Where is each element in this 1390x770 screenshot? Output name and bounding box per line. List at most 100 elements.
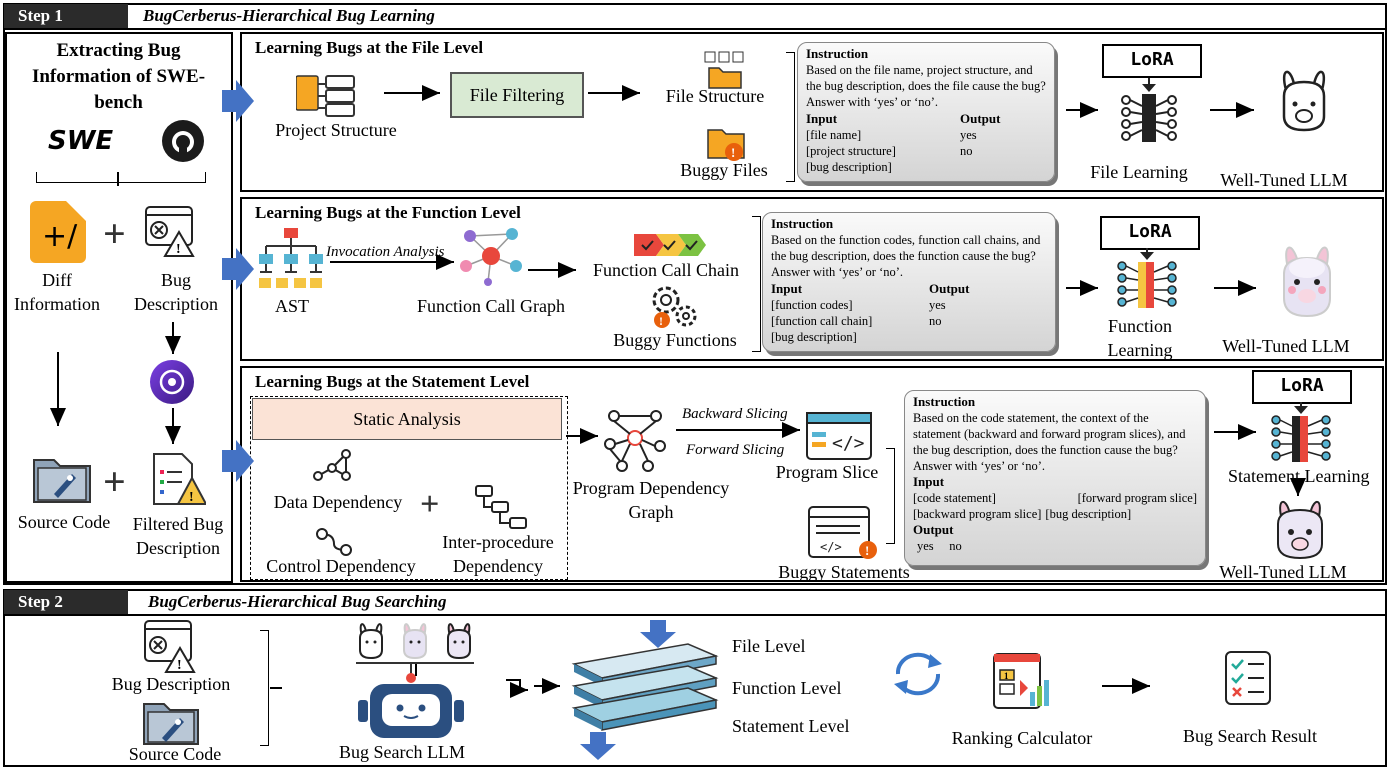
svg-text:!: ! xyxy=(659,314,663,328)
func-tuned-label: Well-Tuned LLM xyxy=(1222,336,1350,356)
llm-combiner-line xyxy=(356,662,474,664)
statement-level-tier-label: Statement Level xyxy=(732,716,850,736)
file-in3: [bug description] xyxy=(806,160,892,174)
func-input-head: Input xyxy=(771,281,803,296)
plus-sign-2: + xyxy=(103,459,126,504)
search-source-label: Source Code xyxy=(128,744,222,764)
step2-frame xyxy=(3,589,1387,767)
step1-header-rule xyxy=(3,28,1387,30)
func-in2: [function call chain] xyxy=(771,314,873,328)
stmt-in4: [bug description] xyxy=(1045,507,1132,521)
step2-title: BugCerberus-Hierarchical Bug Searching xyxy=(148,592,447,611)
stmt-output-head: Output xyxy=(913,522,954,537)
svg-text:!: ! xyxy=(865,543,869,558)
chatgpt-icon xyxy=(150,360,194,404)
svg-text:</>: </> xyxy=(820,540,842,554)
file-output-head: Output xyxy=(960,111,1001,126)
search-llm-label: Bug Search LLM xyxy=(339,742,465,762)
bug-desc-label: Bug Description xyxy=(134,270,218,314)
stmt-lora-badge: LoRA xyxy=(1252,370,1352,404)
svg-text:!: ! xyxy=(177,658,182,673)
function-level-tier-label: Function Level xyxy=(732,678,842,698)
left-panel xyxy=(5,32,233,583)
step2-tag: Step 2 xyxy=(4,590,128,614)
data-dep-label: Data Dependency xyxy=(273,492,403,512)
svg-text:</>: </> xyxy=(832,433,865,454)
stmt-input-head: Input xyxy=(913,474,945,489)
file-learning-label: File Learning xyxy=(1090,162,1188,182)
func-in3: [bug description] xyxy=(771,330,857,344)
forward-label: Forward Slicing xyxy=(686,442,785,458)
svg-text:1: 1 xyxy=(1004,671,1009,681)
file-brace xyxy=(786,52,795,182)
program-slice-label: Program Slice xyxy=(775,462,879,482)
func-learning-label: Function Learning xyxy=(1107,316,1173,360)
stmt-instr-title: Instruction xyxy=(913,394,976,409)
source-code-label: Source Code xyxy=(17,512,111,532)
func-out2: no xyxy=(929,314,942,328)
svg-text:!: ! xyxy=(731,145,735,160)
file-instr-text: Based on the file name, project structur… xyxy=(806,63,1046,109)
func-instr-title: Instruction xyxy=(771,216,834,231)
ast-label: AST xyxy=(274,296,309,316)
backward-label: Backward Slicing xyxy=(682,406,788,422)
buggy-files-label: Buggy Files xyxy=(680,160,768,180)
project-structure-label: Project Structure xyxy=(275,120,397,140)
function-level-title: Learning Bugs at the Function Level xyxy=(255,203,521,222)
file-out2: no xyxy=(960,144,973,158)
result-label: Bug Search Result xyxy=(1183,726,1317,746)
stmt-instruction-card: Instruction Based on the code statement,… xyxy=(904,390,1206,566)
svg-text:!: ! xyxy=(176,242,181,257)
stmt-tuned-label: Well-Tuned LLM xyxy=(1219,562,1347,582)
left-heading: Extracting Bug Information of SWE-bench xyxy=(31,40,206,113)
step1-title: BugCerberus-Hierarchical Bug Learning xyxy=(143,6,435,25)
diff-icon: +∕ xyxy=(30,201,86,263)
invocation-label: Invocation Analysis xyxy=(326,244,445,260)
brace-bottom xyxy=(36,172,206,183)
stmt-learning-label: Statement Learning xyxy=(1228,466,1370,486)
func-lora-badge: LoRA xyxy=(1100,216,1200,250)
ctrl-dep-label: Control Dependency xyxy=(266,556,416,576)
func-instruction-card: Instruction Based on the function codes,… xyxy=(762,212,1056,352)
diff-label: Diff Information xyxy=(14,270,100,314)
svg-text:+∕: +∕ xyxy=(42,219,78,254)
stmt-in1: [code statement] xyxy=(913,491,996,505)
stmt-brace xyxy=(886,448,895,544)
func-output-head: Output xyxy=(929,281,970,296)
file-instruction-card: Instruction Based on the file name, proj… xyxy=(797,42,1055,182)
stmt-out: yes no xyxy=(917,539,962,553)
search-brace xyxy=(260,630,269,746)
file-tuned-label: Well-Tuned LLM xyxy=(1220,170,1348,190)
pdg-label: Program Dependency Graph xyxy=(572,478,730,522)
filtered-desc-label: Filtered Bug Description xyxy=(132,514,224,558)
func-brace xyxy=(752,216,761,352)
ranking-label: Ranking Calculator xyxy=(951,728,1093,748)
file-lora-badge: LoRA xyxy=(1102,44,1202,78)
plus-sign-3: + xyxy=(420,486,440,523)
inter-dep-label: Inter-procedure Dependency xyxy=(442,532,554,576)
file-out1: yes xyxy=(960,128,977,142)
stmt-in3: [backward program slice] xyxy=(913,507,1042,521)
github-icon xyxy=(162,120,204,162)
file-level-tier-label: File Level xyxy=(732,636,806,656)
buggy-functions-label: Buggy Functions xyxy=(613,330,737,350)
stmt-in2: [forward program slice] xyxy=(1077,491,1197,505)
call-graph-label: Function Call Graph xyxy=(417,296,565,316)
step1-tag: Step 1 xyxy=(4,4,128,28)
step1-frame xyxy=(3,3,1387,585)
static-analysis-dashed-frame xyxy=(250,396,568,580)
file-structure-label: File Structure xyxy=(665,86,765,106)
call-chain-label: Function Call Chain xyxy=(593,260,739,280)
file-input-head: Input xyxy=(806,111,838,126)
swe-logo: SWE xyxy=(48,126,114,156)
svg-text:!: ! xyxy=(189,490,194,505)
statement-level-title: Learning Bugs at the Statement Level xyxy=(255,372,530,391)
func-out1: yes xyxy=(929,298,946,312)
file-instr-title: Instruction xyxy=(806,46,869,61)
file-in2: [project structure] xyxy=(806,144,896,158)
func-instr-text: Based on the function codes, function ca… xyxy=(771,233,1041,279)
step2-header-rule xyxy=(3,614,1387,616)
file-filtering-box: File Filtering xyxy=(450,72,584,118)
buggy-statements-label: Buggy Statements xyxy=(778,562,910,582)
plus-sign: + xyxy=(103,211,126,256)
